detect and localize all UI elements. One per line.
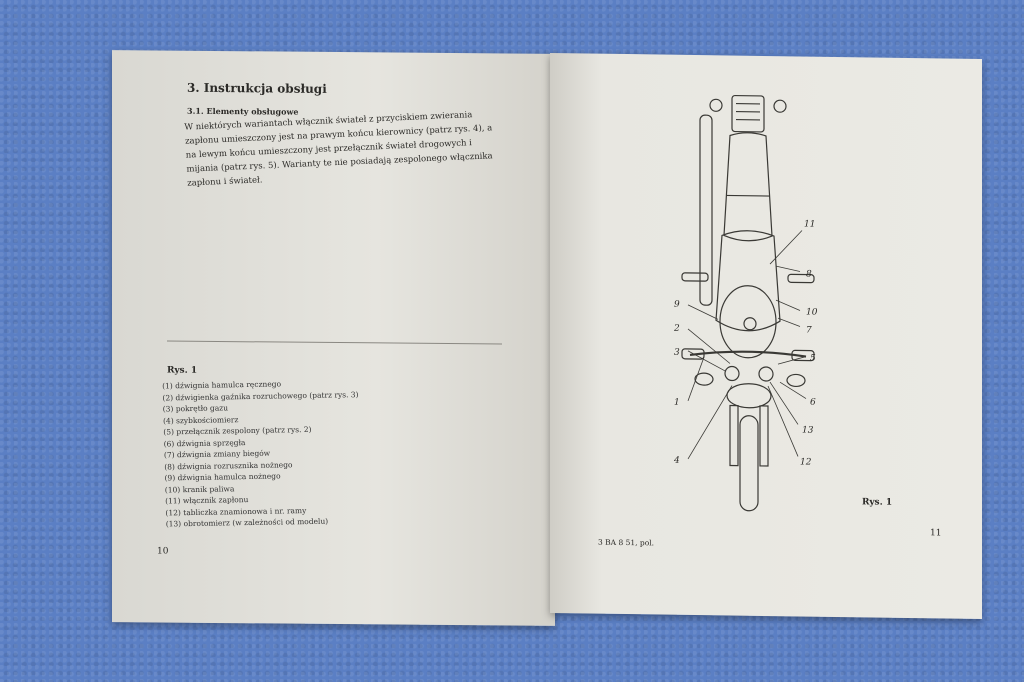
page-footer: 3 BA 8 51, pol. — [598, 537, 655, 548]
figure-label: Rys. 1 — [862, 497, 893, 508]
fork-right — [759, 405, 769, 467]
callout-7: 7 — [806, 326, 812, 336]
fork-left — [729, 404, 739, 467]
callout-12: 12 — [800, 457, 812, 467]
page-number-left: 10 — [157, 546, 169, 557]
callout-10: 10 — [806, 308, 818, 318]
callout-9: 9 — [674, 300, 680, 310]
footpeg-left — [681, 272, 709, 282]
speedometer — [724, 365, 740, 382]
callout-13: 13 — [802, 426, 814, 436]
subsection-heading: 3.1. Elementy obsługowe — [187, 105, 299, 117]
front-indicator-right — [786, 373, 806, 388]
callout-8: 8 — [806, 270, 812, 280]
left-page: 3. Instrukcja obsługi 3.1. Elementy obsł… — [112, 50, 555, 626]
page-number-right: 11 — [930, 528, 942, 539]
front-indicator-left — [694, 372, 714, 386]
callout-6: 6 — [810, 398, 816, 408]
fuel-tank — [715, 230, 781, 332]
motorcycle-top-view-drawing: 11 8 10 7 5 6 13 12 9 2 3 1 4 — [673, 94, 818, 512]
callout-2: 2 — [673, 324, 680, 334]
left-grip — [681, 348, 705, 360]
right-page: 11 8 10 7 5 6 13 12 9 2 3 1 4 Rys. 1 3 B… — [550, 52, 982, 620]
rear-indicator-right — [773, 99, 787, 113]
section-heading: 3. Instrukcja obsługi — [187, 80, 327, 96]
tank-top — [719, 285, 777, 359]
legend-item: (13) obrotomierz (w zależności od modelu… — [165, 516, 329, 529]
callout-5: 5 — [810, 354, 816, 364]
callout-1: 1 — [674, 398, 680, 408]
right-grip — [791, 349, 815, 362]
callout-4: 4 — [673, 456, 680, 466]
figure-caption-title: Rys. 1 — [167, 365, 198, 376]
divider — [167, 340, 502, 345]
callout-3: 3 — [674, 348, 680, 358]
rear-indicator-left — [709, 98, 723, 112]
seat — [723, 132, 773, 242]
rear-rack — [731, 94, 765, 133]
figure-legend: (1) dźwignia hamulca ręcznego (2) dźwigi… — [162, 377, 362, 530]
callout-11: 11 — [804, 220, 815, 230]
handlebar — [689, 350, 807, 358]
exhaust-pipe — [699, 114, 713, 306]
fuel-cap — [743, 317, 757, 331]
footpeg-right — [787, 273, 815, 284]
tachometer — [758, 366, 774, 382]
headlight — [726, 383, 772, 409]
body-paragraph: W niektórych wariantach włącznik świateł… — [184, 110, 493, 189]
front-wheel — [739, 415, 759, 512]
